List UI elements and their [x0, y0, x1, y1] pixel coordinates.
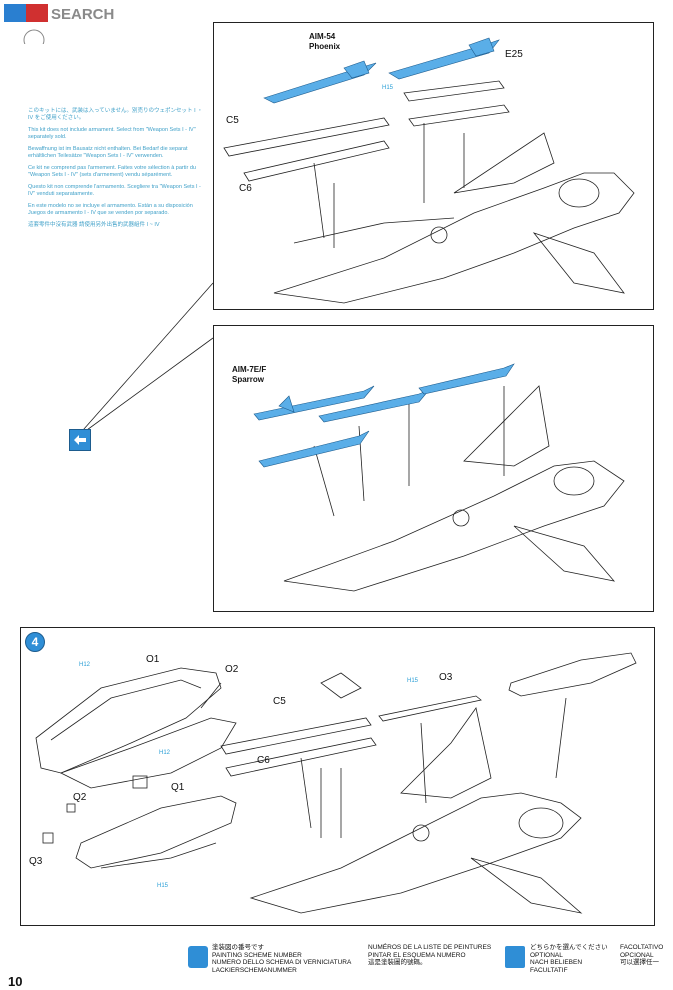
label-sparrow: Sparrow [232, 375, 265, 384]
step4-diagram: O1 O2 H12 H12 C5 C6 O3 H15 Q1 Q2 Q3 H15 [29, 652, 637, 914]
sparrow-missile-1 [253, 385, 375, 421]
optional-icon [69, 429, 91, 451]
legend-painting-it: NUMERO DELLO SCHEMA DI VERNICIATURA [212, 959, 352, 966]
step-number-badge: 4 [25, 632, 45, 652]
label-q3: Q3 [29, 856, 43, 867]
label-q1: Q1 [171, 782, 185, 793]
label-h12-upper: H12 [79, 662, 91, 668]
label-e25: E25 [505, 49, 523, 60]
label-o2: O2 [225, 664, 239, 675]
sparrow-missile-4 [258, 430, 370, 468]
legend-col-painting: 塗装図の番号です PAINTING SCHEME NUMBER NUMERO D… [212, 944, 351, 974]
legend-painting-de: LACKIERSCHEMANUMMER [212, 966, 297, 974]
legend-optional-it: FACOLTATIVO [620, 944, 664, 951]
note-en: This kit does not include armament. Sele… [28, 127, 196, 140]
label-c6: C6 [239, 183, 252, 194]
note-de: Bewaffnung ist im Bausatz nicht enthalte… [28, 146, 188, 159]
legend-col-painting-2: NUMÉROS DE LA LISTE DE PEINTURES PINTAR … [368, 944, 491, 967]
legend-col-optional: どちらかを選んでください OPTIONAL NACH BELIEBEN FACU… [530, 944, 608, 974]
panel-phoenix: AIM-54 Phoenix E25 C5 C6 H15 [213, 22, 654, 310]
label-c5: C5 [226, 115, 239, 126]
legend-optional-en: OPTIONAL [530, 951, 563, 959]
phoenix-missile-right [388, 39, 500, 80]
armament-notes: このキットには、武装は入っていません。別売りのウェポンセット I ・ IV をご… [28, 108, 206, 234]
legend-optional-es: OPCIONAL [620, 951, 654, 959]
page-number: 10 [8, 974, 23, 989]
legend-optional-fr: FACULTATIF [530, 966, 568, 974]
sparrow-diagram: AIM-7E/F Sparrow [232, 363, 625, 592]
label-aim54: AIM-54 [309, 32, 336, 41]
label-h15: H15 [382, 85, 394, 91]
painting-scheme-icon [188, 946, 208, 968]
panel-step-4: 4 O1 O2 H12 H12 C [20, 627, 655, 926]
sparrow-missile-2 [318, 389, 430, 423]
legend-painting-zh: 這是塗裝圖的號碼。 [368, 959, 427, 966]
panel-sparrow: AIM-7E/F Sparrow [213, 325, 654, 612]
legend-painting-fr: NUMÉROS DE LA LISTE DE PEINTURES [368, 944, 492, 951]
legend-painting-en: PAINTING SCHEME NUMBER [212, 951, 302, 959]
optional-legend-icon [505, 946, 525, 968]
legend-optional-ja: どちらかを選んでください [530, 944, 608, 951]
note-it: Questo kit non comprende l'armamento. Sc… [28, 184, 201, 197]
sparrow-missile-3 [418, 363, 515, 395]
legend-painting-es: PINTAR EL ESQUEMA NUMERO [368, 951, 466, 959]
legend-optional-zh: 可以選擇任一 [620, 959, 659, 966]
label-c5: C5 [273, 696, 286, 707]
note-fr: Ce kit ne comprend pas l'armement. Faite… [28, 165, 196, 178]
label-o1: O1 [146, 654, 160, 665]
note-es: En este modelo no se incluye el armament… [28, 203, 193, 216]
label-h15-tank: H15 [157, 883, 169, 889]
legend-col-optional-2: FACOLTATIVO OPCIONAL 可以選擇任一 [620, 944, 663, 967]
watermark-logo: SEARCH [4, 4, 114, 44]
label-phoenix: Phoenix [309, 42, 341, 51]
phoenix-diagram: AIM-54 Phoenix E25 C5 C6 H15 [223, 32, 635, 304]
label-h12-lower: H12 [159, 750, 171, 756]
note-zh: 這套零件中沒有武器 請使用另外出售的武器組件 I ~ IV [28, 222, 160, 228]
label-c6: C6 [257, 755, 270, 766]
label-h15-rail: H15 [407, 678, 419, 684]
label-o3: O3 [439, 672, 453, 683]
legend-optional-de: NACH BELIEBEN [530, 959, 583, 966]
legend-footer: 塗装図の番号です PAINTING SCHEME NUMBER NUMERO D… [0, 940, 673, 990]
watermark-search-text: SEARCH [51, 6, 114, 23]
optional-leader-lines [75, 282, 214, 439]
label-aim7: AIM-7E/F [232, 365, 266, 374]
label-q2: Q2 [73, 792, 87, 803]
note-ja: このキットには、武装は入っていません。別売りのウェポンセット I ・ IV をご… [28, 108, 203, 121]
legend-painting-ja: 塗装図の番号です [212, 944, 264, 951]
